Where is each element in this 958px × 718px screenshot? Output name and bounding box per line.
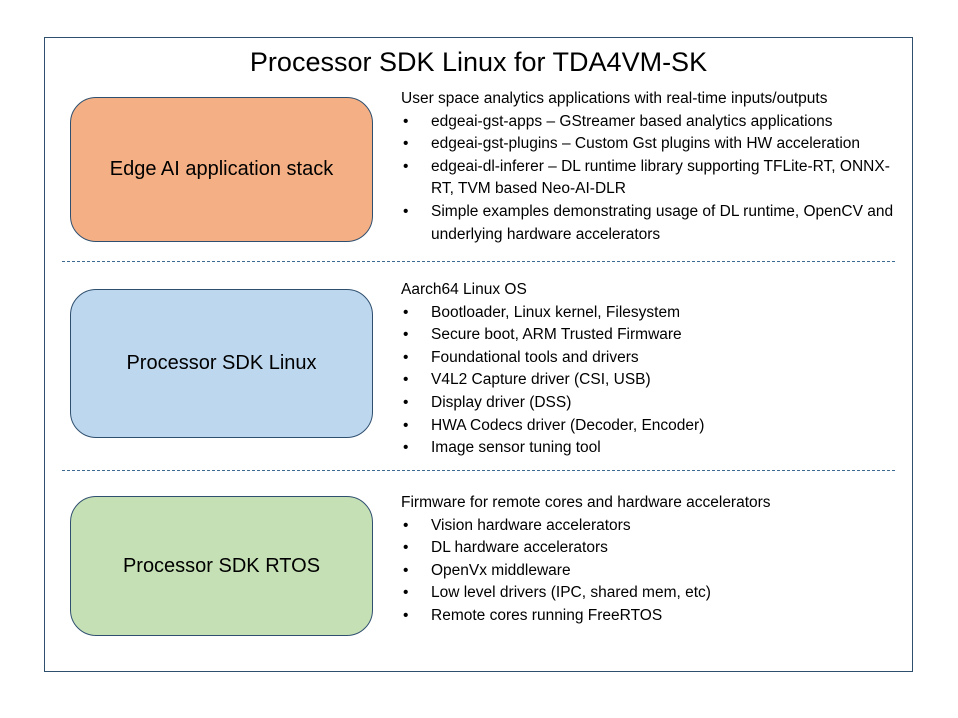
bullet-item: Low level drivers (IPC, shared mem, etc) <box>401 582 911 605</box>
bullet-item: OpenVx middleware <box>401 560 911 583</box>
bullet-item: V4L2 Capture driver (CSI, USB) <box>401 369 911 392</box>
edge-ai-heading: User space analytics applications with r… <box>401 90 828 107</box>
sdk-rtos-description: Firmware for remote cores and hardware a… <box>401 492 911 628</box>
layer-divider <box>62 470 895 471</box>
diagram-frame <box>44 37 913 672</box>
bullet-item: Bootloader, Linux kernel, Filesystem <box>401 302 911 325</box>
bullet-item: DL hardware accelerators <box>401 537 911 560</box>
bullet-item: Secure boot, ARM Trusted Firmware <box>401 324 911 347</box>
bullet-item: Remote cores running FreeRTOS <box>401 605 911 628</box>
sdk-linux-label: Processor SDK Linux <box>126 352 317 374</box>
bullet-item: Image sensor tuning tool <box>401 437 911 460</box>
sdk-rtos-box: Processor SDK RTOS <box>70 496 373 636</box>
sdk-rtos-label: Processor SDK RTOS <box>122 554 321 577</box>
bullet-item: edgeai-gst-plugins – Custom Gst plugins … <box>401 133 911 156</box>
bullet-item: edgeai-gst-apps – GStreamer based analyt… <box>401 111 911 134</box>
diagram-title: Processor SDK Linux for TDA4VM-SK <box>249 47 708 77</box>
edge-ai-description: User space analytics applications with r… <box>401 88 911 246</box>
sdk-rtos-heading: Firmware for remote cores and hardware a… <box>401 494 771 511</box>
layer-divider <box>62 261 895 262</box>
bullet-item: Vision hardware accelerators <box>401 515 911 538</box>
sdk-linux-description: Aarch64 Linux OS Bootloader, Linux kerne… <box>401 279 911 460</box>
edge-ai-stack-box: Edge AI application stack <box>70 97 373 242</box>
bullet-item: Display driver (DSS) <box>401 392 911 415</box>
sdk-linux-box: Processor SDK Linux <box>70 289 373 438</box>
bullet-item: Simple examples demonstrating usage of D… <box>401 201 911 246</box>
sdk-linux-heading: Aarch64 Linux OS <box>401 281 527 298</box>
sdk-rtos-bullet-list: Vision hardware accelerators DL hardware… <box>401 515 911 628</box>
bullet-item: edgeai-dl-inferer – DL runtime library s… <box>401 156 911 201</box>
bullet-item: HWA Codecs driver (Decoder, Encoder) <box>401 415 911 438</box>
edge-ai-stack-label: Edge AI application stack <box>109 158 334 180</box>
edge-ai-bullet-list: edgeai-gst-apps – GStreamer based analyt… <box>401 111 911 247</box>
sdk-linux-bullet-list: Bootloader, Linux kernel, Filesystem Sec… <box>401 302 911 460</box>
bullet-item: Foundational tools and drivers <box>401 347 911 370</box>
